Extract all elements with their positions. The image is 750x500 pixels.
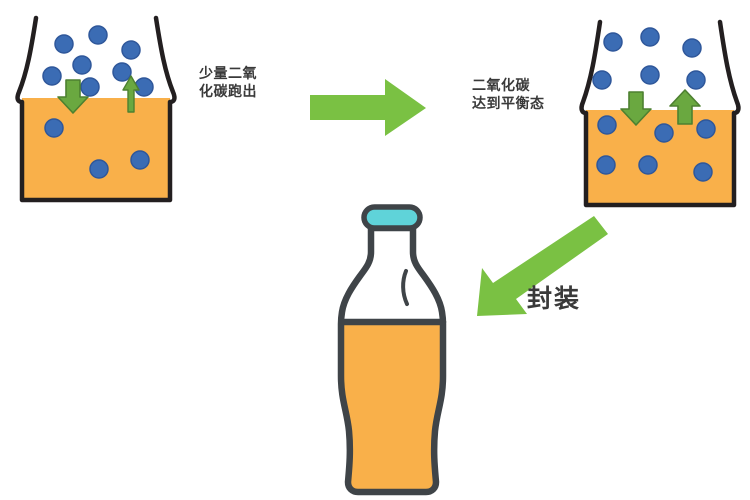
right-escape-up-arrow (669, 89, 701, 125)
right-container-group (579, 19, 741, 208)
left-container-group (15, 15, 177, 203)
left-dissolve-down-arrow (57, 79, 89, 114)
left-container-outline (15, 15, 177, 203)
bottle-liquid (341, 322, 443, 491)
right-gas-bubbles (592, 27, 706, 90)
bottle-cap (361, 204, 423, 231)
label-sealing: 封装 (527, 284, 582, 313)
label-escaping-co2-line1: 少量二氧 (199, 66, 257, 82)
right-liquid-bubbles (596, 115, 716, 182)
right-container-liquid (586, 110, 734, 205)
left-container-liquid (22, 98, 170, 200)
label-equilibrium-co2-line1: 二氧化碳 (472, 78, 530, 94)
label-equilibrium-co2-line2: 达到平衡态 (472, 95, 545, 112)
bottle-neck-highlight (401, 269, 409, 306)
left-gas-bubbles (42, 25, 154, 97)
process-arrow-right (310, 79, 426, 136)
seal-arrow-diagonal (477, 216, 608, 316)
label-escaping-co2: 少量二氧化碳跑出 (199, 66, 257, 101)
left-escape-up-arrow (122, 75, 140, 113)
right-dissolve-down-arrow (620, 91, 652, 126)
left-liquid-bubbles (44, 118, 150, 179)
sealed-soda-bottle (337, 204, 447, 496)
label-equilibrium-co2: 二氧化碳达到平衡态 (472, 78, 545, 113)
right-container-outline (579, 19, 741, 208)
bottle-outline (337, 224, 447, 496)
label-escaping-co2-line2: 化碳跑出 (199, 83, 257, 100)
